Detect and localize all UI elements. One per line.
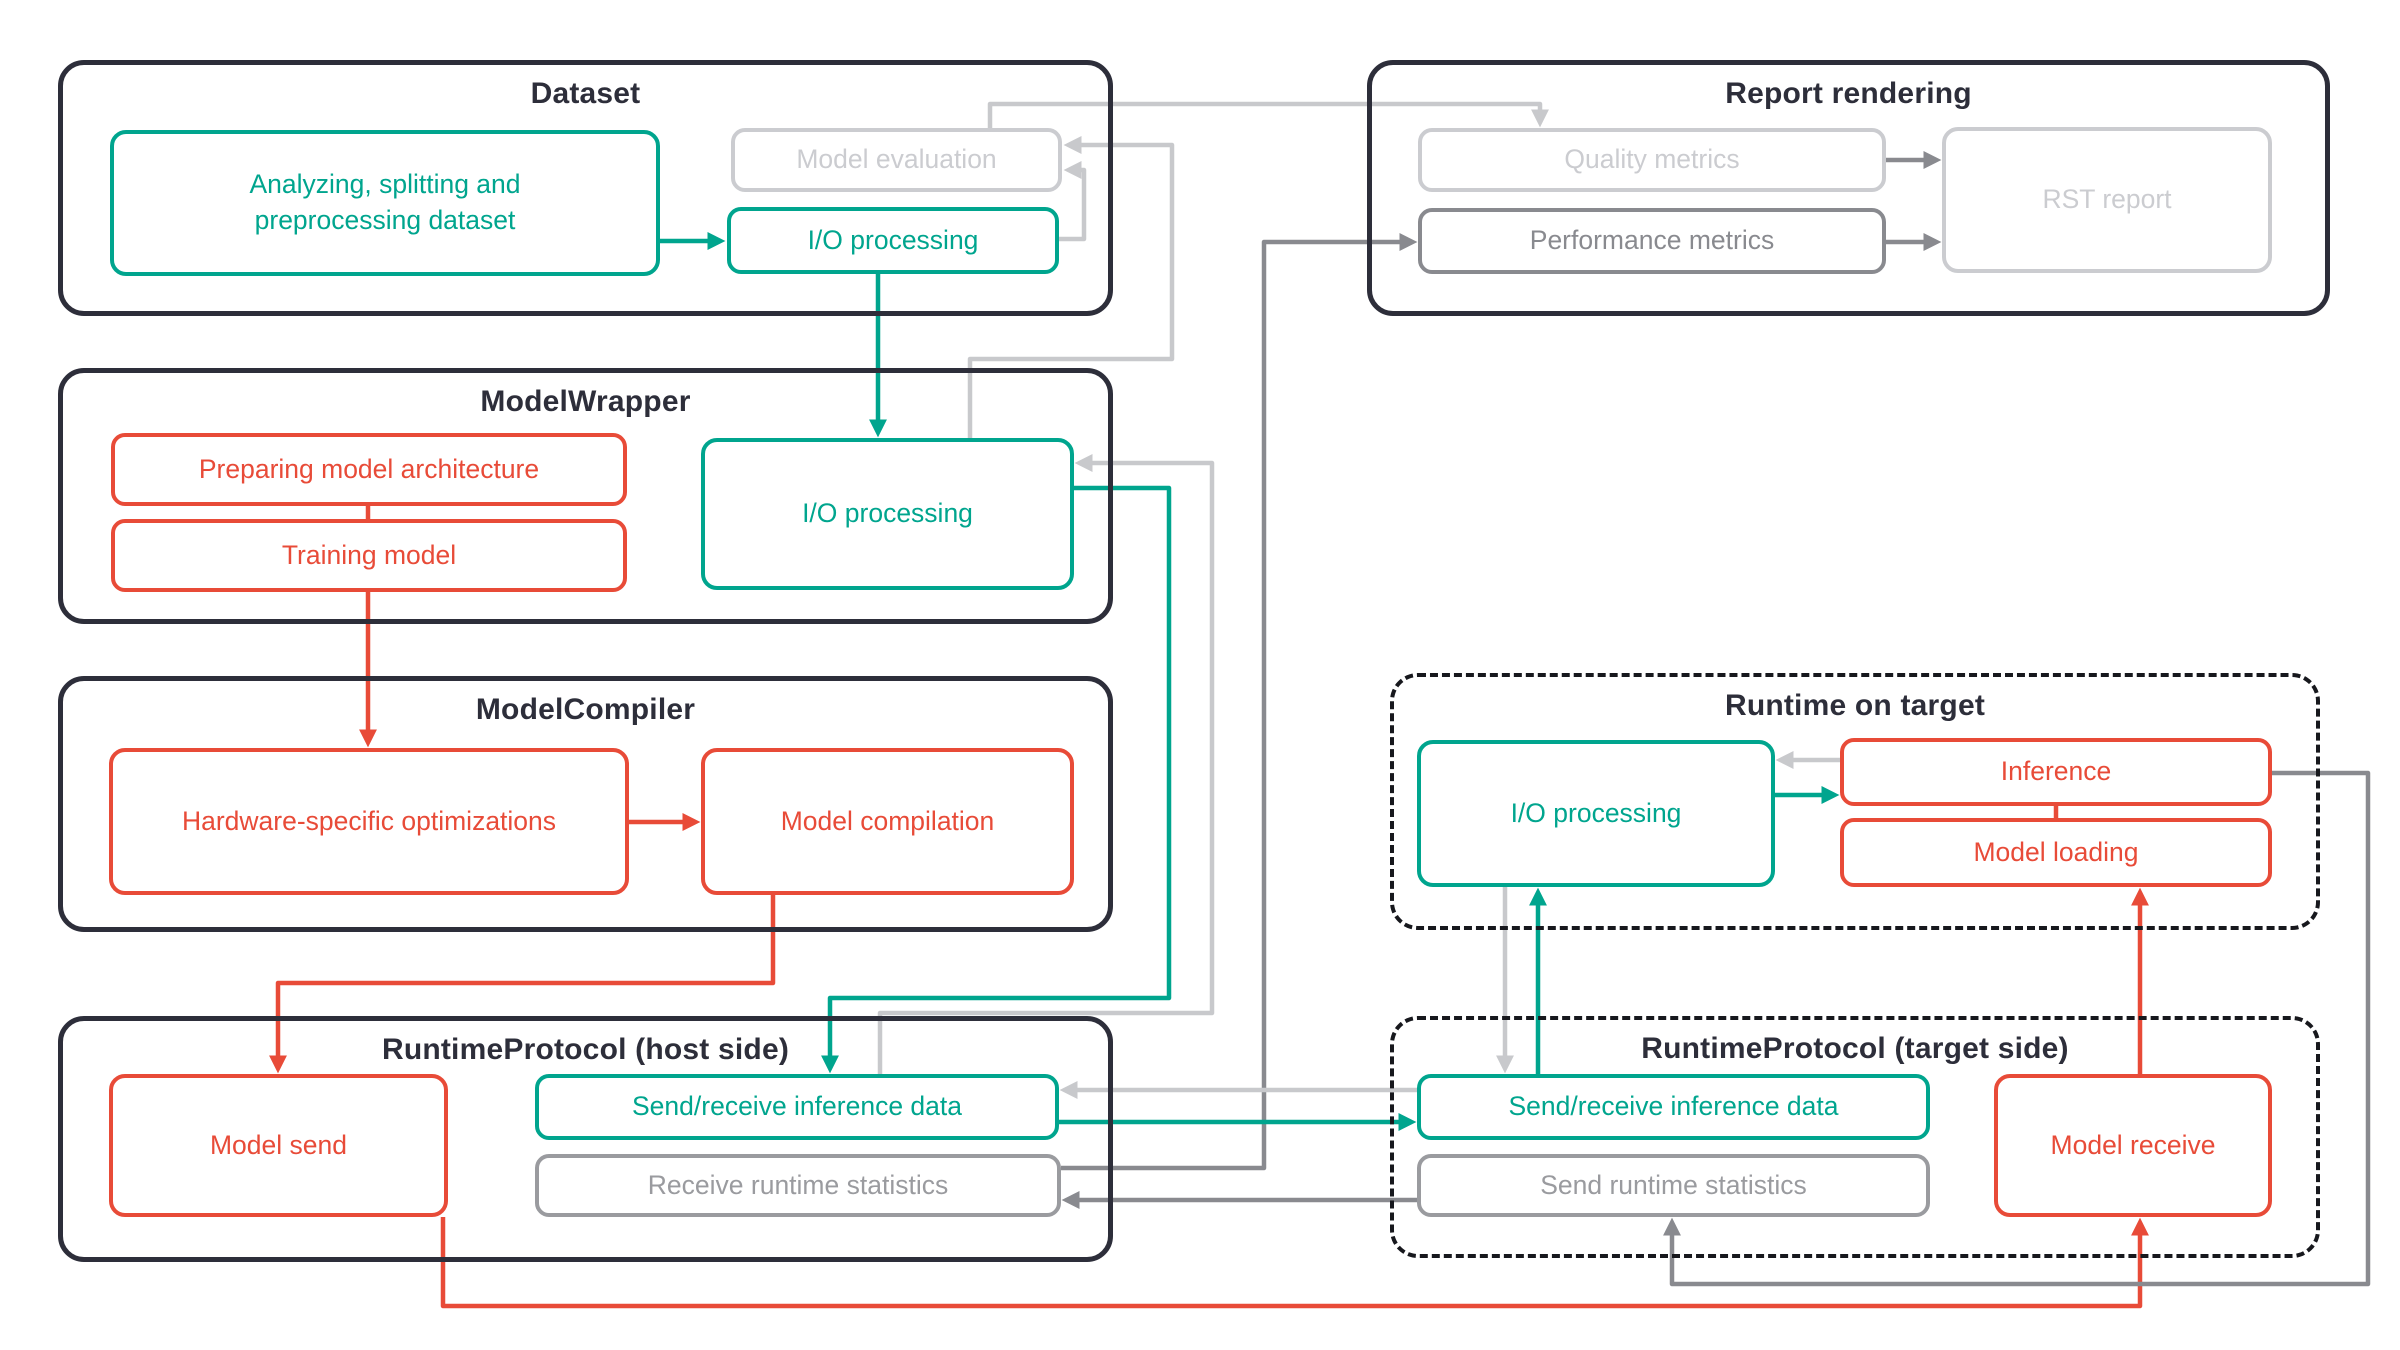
group-title-dataset: Dataset xyxy=(530,77,641,110)
group-title-report-rendering: Report rendering xyxy=(1725,77,1972,110)
node-training-model: Training model xyxy=(111,519,627,592)
edge-host-srdata-to-wrapper-io xyxy=(877,454,1215,1074)
node-wrapper-io-processing: I/O processing xyxy=(701,438,1074,590)
node-rst-report: RST report xyxy=(1942,127,2272,273)
node-model-receive: Model receive xyxy=(1994,1074,2272,1217)
edge-receive-stats-to-performance-metrics xyxy=(1061,233,1418,1171)
node-inference: Inference xyxy=(1840,738,2272,806)
node-hardware-specific-optimizations: Hardware-specific optimizations xyxy=(109,748,629,895)
group-title-model-wrapper: ModelWrapper xyxy=(480,385,691,418)
node-quality-metrics: Quality metrics xyxy=(1418,128,1886,192)
node-performance-metrics: Performance metrics xyxy=(1418,208,1886,274)
group-title-model-compiler: ModelCompiler xyxy=(475,693,696,726)
node-host-send-receive-inference-data: Send/receive inference data xyxy=(535,1074,1059,1140)
node-analyzing-preprocessing: Analyzing, splitting and preprocessing d… xyxy=(110,130,660,276)
group-runtime-on-target: Runtime on target xyxy=(1390,673,2320,930)
node-model-compilation: Model compilation xyxy=(701,748,1074,895)
edge-compilation-to-model-send xyxy=(269,895,776,1074)
node-receive-runtime-statistics: Receive runtime statistics xyxy=(535,1154,1061,1217)
node-dataset-io-processing: I/O processing xyxy=(727,207,1059,274)
group-title-runtime-protocol-target: RuntimeProtocol (target side) xyxy=(1641,1032,2069,1065)
group-runtime-protocol-target: RuntimeProtocol (target side) xyxy=(1390,1016,2320,1258)
group-runtime-protocol-host: RuntimeProtocol (host side) xyxy=(58,1016,1113,1262)
node-model-loading: Model loading xyxy=(1840,818,2272,887)
group-dataset: Dataset xyxy=(58,60,1113,316)
edge-model-evaluation-to-quality-metrics xyxy=(987,101,1549,128)
group-report-rendering: Report rendering xyxy=(1367,60,2330,316)
edge-wrapper-io-to-host-srdata xyxy=(821,485,1172,1074)
group-model-wrapper: ModelWrapper xyxy=(58,368,1113,624)
edge-wrapper-io-to-model-evaluation xyxy=(967,136,1175,438)
group-model-compiler: ModelCompiler xyxy=(58,676,1113,932)
node-target-send-receive-inference-data: Send/receive inference data xyxy=(1417,1074,1930,1140)
node-target-io-processing: I/O processing xyxy=(1417,740,1775,887)
edge-inference-to-send-stats xyxy=(1663,770,2371,1287)
node-preparing-model-architecture: Preparing model architecture xyxy=(111,433,627,506)
group-title-runtime-protocol-host: RuntimeProtocol (host side) xyxy=(381,1033,790,1066)
edge-dataset-io-to-model-evaluation xyxy=(1059,161,1087,242)
node-model-send: Model send xyxy=(109,1074,448,1217)
node-send-runtime-statistics: Send runtime statistics xyxy=(1417,1154,1930,1217)
group-title-runtime-on-target: Runtime on target xyxy=(1724,689,1986,722)
node-model-evaluation: Model evaluation xyxy=(731,128,1062,192)
